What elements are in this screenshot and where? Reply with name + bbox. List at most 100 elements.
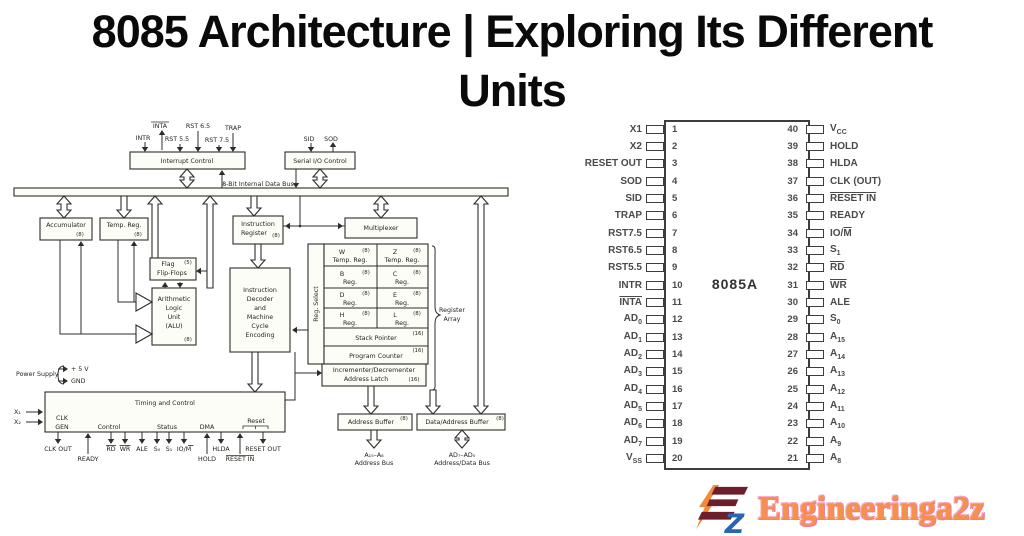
pin-label: VSS [578,452,642,465]
ale-label: ALE [136,446,148,453]
pin-label: HLDA [830,158,858,169]
register-cell-label: Reg. [343,320,357,327]
pin-number: 15 [672,366,683,378]
pin-box [646,245,664,255]
power-supply: Power Supply + 5 V GND X₁ X₂ [14,365,89,426]
chip-body [664,120,810,470]
pin-label: AD7 [578,435,642,448]
register-cell-label: Reg. [343,300,357,307]
trap-label: TRAP [224,125,241,132]
decoder-label-5: Cycle [251,323,268,330]
serial-signals: SID SOD [304,136,338,152]
pin-label: A8 [830,452,841,465]
pin-number: 27 [787,349,798,361]
pin-row: AD3 15 [578,365,718,379]
pin-number: 32 [787,262,798,274]
page-title-line1: 8085 Architecture | Exploring Its Differ… [91,6,934,57]
pin-box [646,419,664,429]
instruction-register-label-1: Instruction [241,221,275,228]
pin-box [806,436,824,446]
pin-label: A11 [830,400,845,413]
pin-number: 22 [787,435,798,447]
pin-label: AD1 [578,331,642,344]
pin-label: TRAP [578,210,642,221]
gnd-label: GND [71,378,86,385]
pin-label-text: AD [623,382,639,394]
register-cell-bits: (8) [362,270,370,276]
register-cell-label: E [393,292,397,299]
data-address-buffer-bits: (8) [496,416,504,422]
clk-out-label: CLK OUT [44,446,72,453]
timing-and-control: Timing and Control CLK GEN Control Statu… [44,391,286,433]
pin-label-text: SID [625,192,642,204]
address-latch-box [321,363,427,387]
program-counter-label: Program Counter [349,353,403,360]
pin-label-text: AD [623,365,639,377]
block-diagram: INTR INTA RST 5.5 RST 6.5 RST 7.5 TRAP S… [13,121,509,467]
hlda-label: HLDA [212,446,230,453]
pin-label-sub: 8 [837,458,842,466]
pin-box [646,315,664,325]
alu-input-chevron-2 [135,324,154,344]
power-supply-label: Power Supply [16,371,59,378]
temp-reg-box [99,217,149,241]
pin-number: 14 [672,349,683,361]
pin-label-sub: 3 [638,371,642,379]
pin-box [806,315,824,325]
pin-label-text: RESET IN [830,192,877,204]
pin-label-sub: 0 [638,319,642,327]
timing-control-box [44,391,286,433]
register-cell-label: D [340,292,345,299]
pin-label: RESET OUT [578,158,642,169]
pin-number: 20 [672,453,683,465]
stack-pointer-label: Stack Pointer [355,335,397,342]
letter-e-icon [698,486,748,520]
pin-box [646,159,664,169]
register-table [323,243,429,365]
pin-label: AD6 [578,417,642,430]
register-array-brace [431,245,442,391]
gen-label: GEN [55,424,69,431]
register-cell-label: Reg. [343,279,357,286]
pin-label: A14 [830,348,845,361]
pin-number: 4 [672,175,678,187]
program-counter-bits: (16) [412,348,423,354]
pin-number: 30 [787,297,798,308]
pin-label-text: INTA [619,297,642,308]
address-latch-label: Address Latch [344,376,388,383]
sid-label: SID [304,136,315,143]
pin-box [646,176,664,186]
pin-number: 36 [787,192,798,204]
status-label: Status [157,424,177,431]
control-signal-labels: CLK OUT RD WR ALE S₀ S₁ IO/M HLDA RESET … [44,445,281,463]
x2-label: X₂ [14,419,21,426]
wr-label: WR [120,446,131,453]
pin-number: 11 [672,297,683,308]
register-cell-bits: (8) [413,311,421,317]
pin-box [806,124,824,134]
reg-select-label: Reg. Select [313,286,320,322]
pin-label-sub: 11 [837,406,845,414]
pin-label: A10 [830,417,845,430]
logo-icon: Z [696,484,748,534]
pin-label-text: A [830,452,838,464]
pin-box [806,176,824,186]
data-bus-label: 8-Bit Internal Data Bus [222,181,294,188]
decoder-label-4: Machine [247,314,273,321]
pin-label: INTA [578,297,642,308]
pin-box [646,141,664,151]
pin-number: 9 [672,262,678,274]
pin-label-text: SOD [620,175,642,187]
timing-control-label: Timing and Control [134,400,195,407]
pin-label: A12 [830,383,845,396]
interrupt-control-label: Interrupt Control [161,158,214,165]
internal-data-bus [13,187,509,197]
